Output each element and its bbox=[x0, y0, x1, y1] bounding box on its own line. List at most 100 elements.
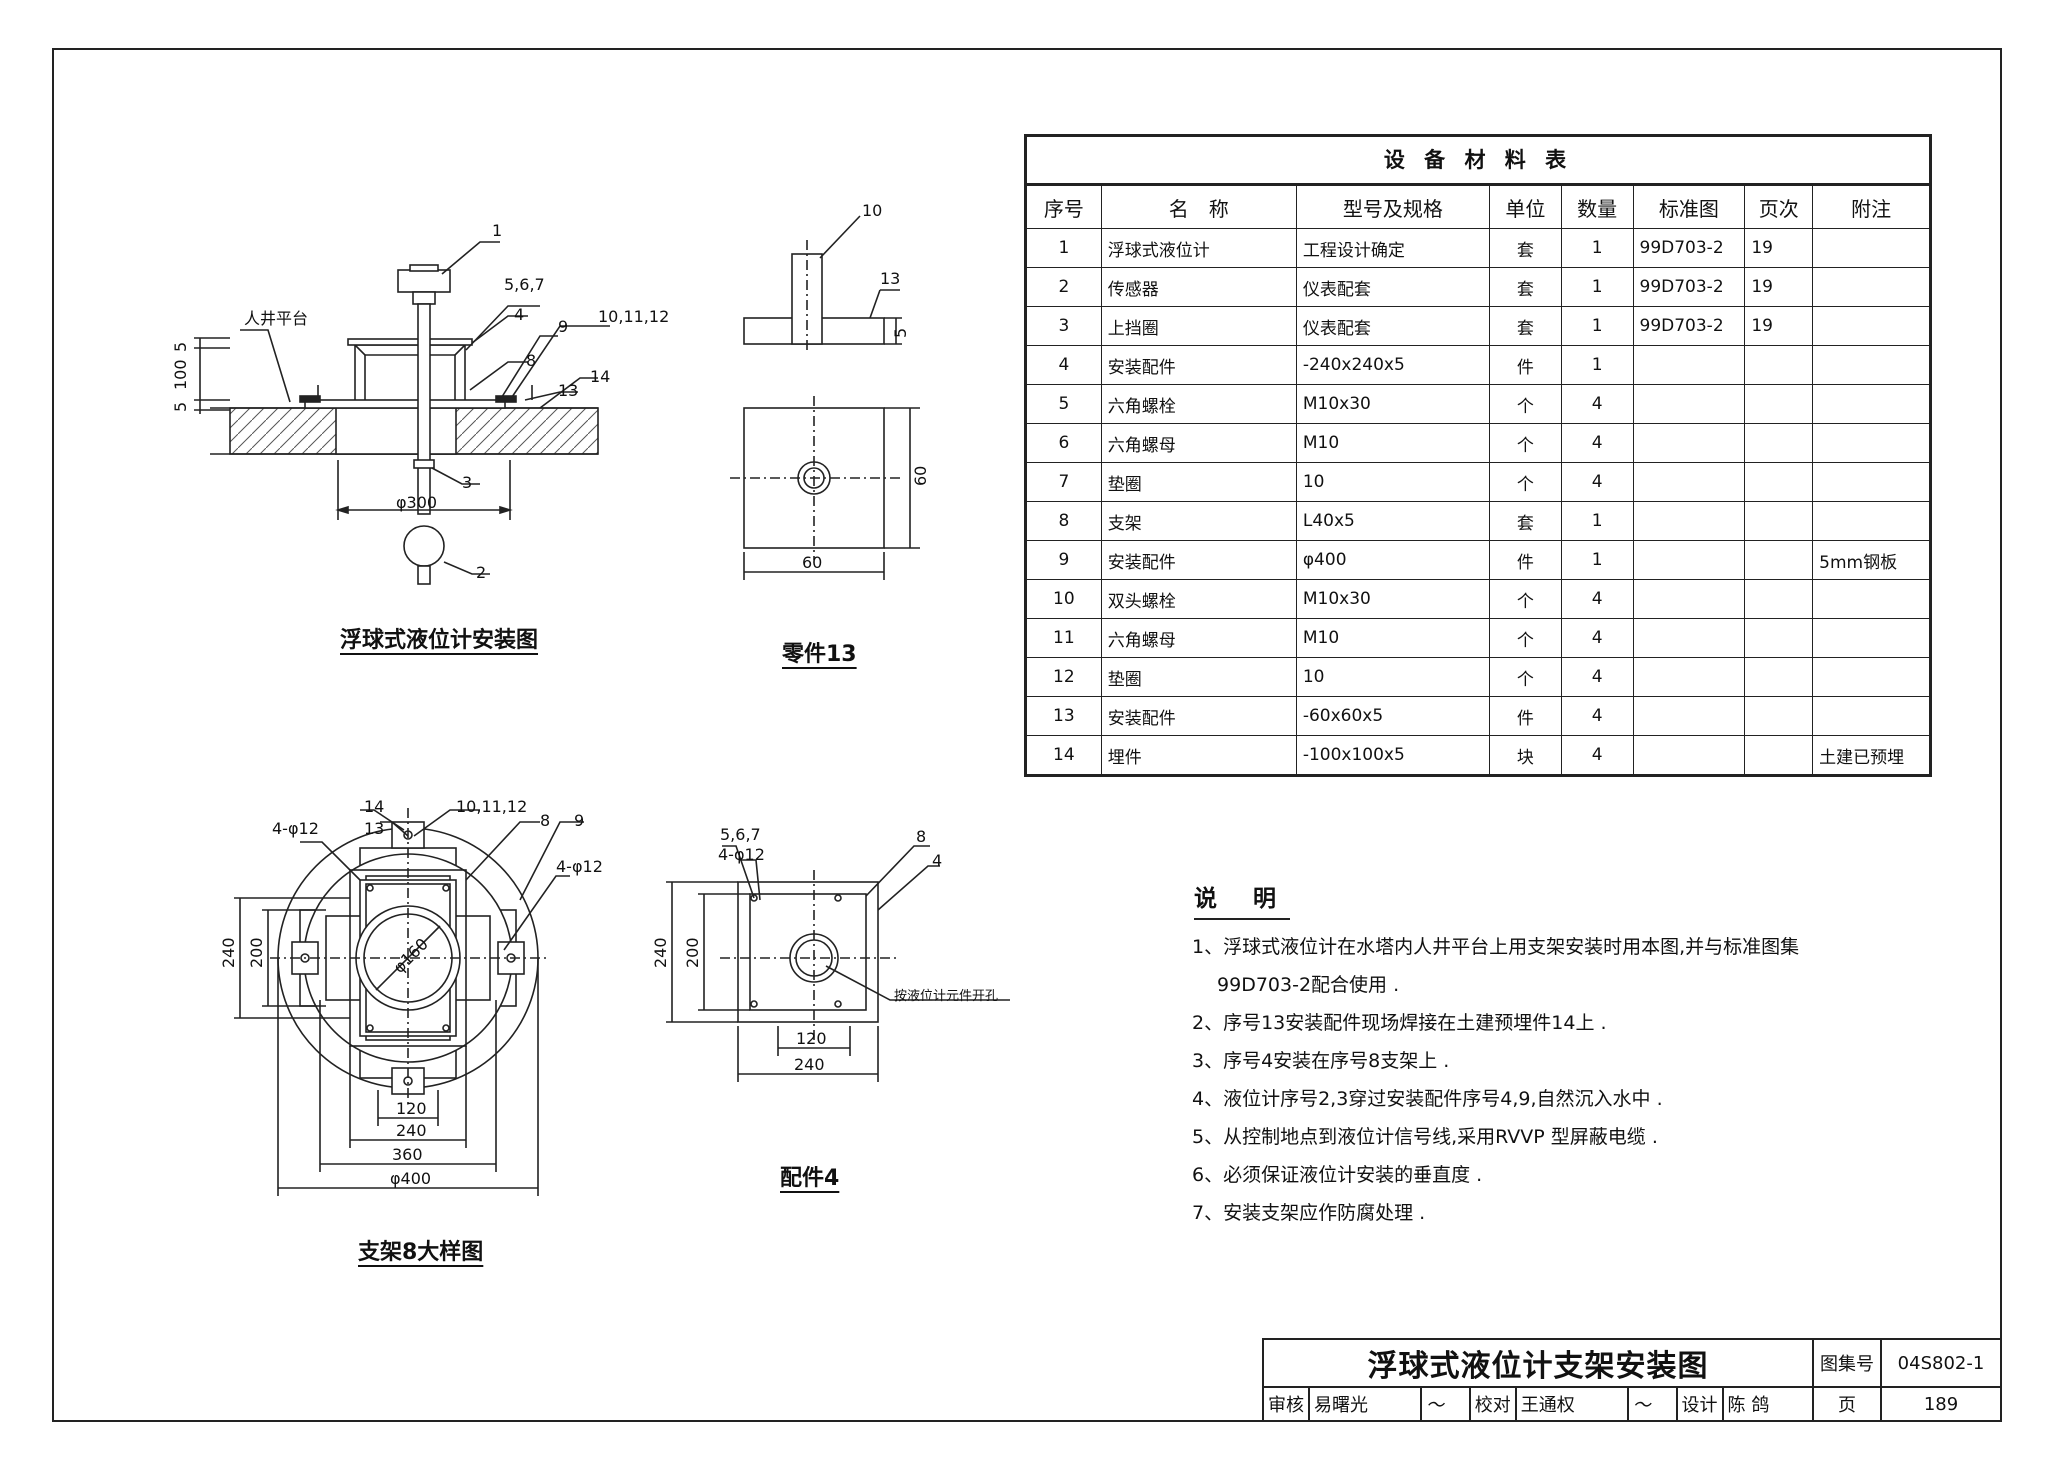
svg-text:4: 4 bbox=[514, 305, 524, 324]
part13-caption: 零件13 bbox=[782, 642, 857, 667]
table-cell: M10x30 bbox=[1295, 579, 1490, 619]
bracket8-drawing bbox=[234, 808, 584, 1196]
table-cell bbox=[1632, 501, 1746, 541]
table-cell: 7 bbox=[1025, 462, 1102, 502]
check-name: 王通权 bbox=[1514, 1386, 1629, 1422]
table-cell: 套 bbox=[1488, 501, 1562, 541]
notes-section: 说 明 1、浮球式液位计在水塔内人井平台上用支架安装时用本图,并与标准图集 99… bbox=[1192, 880, 1799, 1232]
part4-caption: 配件4 bbox=[780, 1166, 840, 1191]
table-cell: 个 bbox=[1488, 657, 1562, 697]
table-cell bbox=[1632, 423, 1746, 463]
table-cell: 件 bbox=[1488, 345, 1562, 385]
atlas-label: 图集号 bbox=[1812, 1338, 1882, 1388]
table-cell: 仪表配套 bbox=[1295, 267, 1490, 307]
material-table-header: 序号 名 称 型号及规格 单位 数量 标准图 页次 附注 bbox=[1025, 184, 1931, 229]
table-cell bbox=[1812, 345, 1931, 385]
table-cell bbox=[1812, 618, 1931, 658]
table-cell bbox=[1632, 618, 1746, 658]
svg-text:100: 100 bbox=[171, 359, 190, 390]
table-cell: 个 bbox=[1488, 423, 1562, 463]
svg-text:14: 14 bbox=[364, 797, 384, 816]
check-label: 校对 bbox=[1468, 1386, 1517, 1422]
notes-title: 说 明 bbox=[1194, 880, 1291, 920]
svg-text:9: 9 bbox=[558, 317, 568, 336]
col-header: 页次 bbox=[1744, 184, 1814, 229]
svg-text:60: 60 bbox=[911, 466, 930, 486]
table-cell bbox=[1812, 423, 1931, 463]
svg-text:8: 8 bbox=[540, 811, 550, 830]
review-signature: ～ bbox=[1419, 1386, 1471, 1422]
table-cell: 个 bbox=[1488, 384, 1562, 424]
table-cell: 套 bbox=[1488, 306, 1562, 346]
table-cell bbox=[1744, 345, 1814, 385]
part13-labels: 10 13 5 60 60 bbox=[802, 201, 930, 572]
table-cell bbox=[1812, 501, 1931, 541]
table-cell bbox=[1632, 696, 1746, 736]
platform-label: 人井平台 bbox=[244, 309, 308, 328]
svg-text:60: 60 bbox=[802, 553, 822, 572]
table-cell bbox=[1812, 696, 1931, 736]
table-cell: 6 bbox=[1025, 423, 1102, 463]
table-cell: 2 bbox=[1025, 267, 1102, 307]
table-cell: 19 bbox=[1744, 306, 1814, 346]
table-cell bbox=[1812, 579, 1931, 619]
svg-text:8: 8 bbox=[916, 827, 926, 846]
table-cell bbox=[1744, 735, 1814, 776]
table-cell: 双头螺栓 bbox=[1100, 579, 1297, 619]
svg-text:14: 14 bbox=[590, 367, 610, 386]
table-cell: 安装配件 bbox=[1100, 540, 1297, 580]
atlas-number: 04S802-1 bbox=[1880, 1338, 2002, 1388]
part4-labels: 5,6,7 4-φ12 8 4 按液位计元件开孔 240 200 120 240 bbox=[651, 825, 998, 1074]
table-cell: 9 bbox=[1025, 540, 1102, 580]
svg-text:φ400: φ400 bbox=[390, 1169, 431, 1188]
table-cell bbox=[1632, 345, 1746, 385]
table-cell: 4 bbox=[1560, 579, 1634, 619]
table-cell: 4 bbox=[1560, 735, 1634, 776]
table-cell: 4 bbox=[1560, 423, 1634, 463]
install-caption: 浮球式液位计安装图 bbox=[340, 628, 539, 653]
table-cell: 土建已预埋 bbox=[1812, 735, 1931, 776]
svg-text:4-φ12: 4-φ12 bbox=[556, 857, 603, 876]
table-cell: 4 bbox=[1560, 462, 1634, 502]
svg-text:4: 4 bbox=[932, 851, 942, 870]
col-header: 数量 bbox=[1560, 184, 1634, 229]
install-labels: 人井平台 1 2 3 4 5,6,7 8 9 10,11,12 13 14 φ3… bbox=[171, 221, 669, 582]
table-cell: 个 bbox=[1488, 618, 1562, 658]
table-cell bbox=[1632, 657, 1746, 697]
table-cell: 5mm钢板 bbox=[1812, 540, 1931, 580]
col-header: 附注 bbox=[1812, 184, 1931, 229]
table-cell: 浮球式液位计 bbox=[1100, 228, 1297, 268]
svg-text:13: 13 bbox=[364, 819, 384, 838]
col-header: 标准图 bbox=[1632, 184, 1746, 229]
table-cell: 99D703-2 bbox=[1632, 306, 1746, 346]
col-header: 序号 bbox=[1025, 184, 1102, 229]
svg-text:13: 13 bbox=[558, 381, 578, 400]
table-cell: -60x60x5 bbox=[1295, 696, 1490, 736]
svg-text:10,11,12: 10,11,12 bbox=[456, 797, 527, 816]
table-cell bbox=[1744, 657, 1814, 697]
table-cell: 套 bbox=[1488, 228, 1562, 268]
table-cell: 10 bbox=[1295, 657, 1490, 697]
table-cell: 仪表配套 bbox=[1295, 306, 1490, 346]
table-cell bbox=[1744, 423, 1814, 463]
note-item: 4、液位计序号2,3穿过安装配件序号4,9,自然沉入水中 . bbox=[1192, 1088, 1663, 1110]
table-cell: 垫圈 bbox=[1100, 462, 1297, 502]
svg-text:5: 5 bbox=[171, 402, 190, 412]
drawing-frame bbox=[52, 48, 2002, 1422]
page-number: 189 bbox=[1880, 1386, 2002, 1422]
table-cell: 19 bbox=[1744, 267, 1814, 307]
table-cell: 3 bbox=[1025, 306, 1102, 346]
table-cell: 工程设计确定 bbox=[1295, 228, 1490, 268]
table-cell: 个 bbox=[1488, 462, 1562, 502]
table-cell: 块 bbox=[1488, 735, 1562, 776]
table-cell: 安装配件 bbox=[1100, 696, 1297, 736]
